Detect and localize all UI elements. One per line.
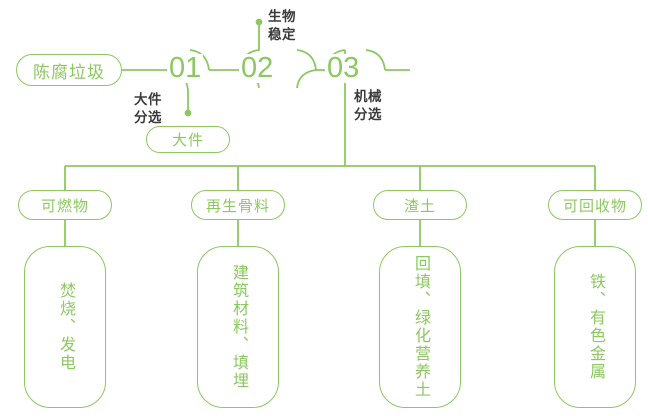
step-number-02[interactable]: 02 bbox=[239, 52, 276, 84]
node-source[interactable]: 陈腐垃圾 bbox=[16, 54, 122, 86]
step-1-process-label: 大件 分选 bbox=[134, 92, 162, 125]
outcome-box-1[interactable]: 焚烧、发电 bbox=[24, 246, 106, 408]
category-pill-4-label: 可回收物 bbox=[562, 197, 627, 215]
wire-step3-arc-right bbox=[365, 49, 386, 71]
category-pill-3[interactable]: 渣土 bbox=[373, 190, 467, 220]
wire-step2-right-lower bbox=[296, 69, 317, 89]
step-number-01[interactable]: 01 bbox=[167, 52, 204, 84]
category-pill-2-label: 再生骨料 bbox=[205, 197, 270, 215]
category-pill-1-label: 可燃物 bbox=[40, 197, 89, 215]
outcome-box-3[interactable]: 回填、绿化营养土 bbox=[379, 246, 461, 408]
wire-step2-arc-top bbox=[296, 49, 317, 71]
dot-step1-output bbox=[184, 109, 192, 117]
outcome-box-2-text: 建筑材料、填埋 bbox=[230, 264, 247, 390]
step-number-03[interactable]: 03 bbox=[325, 52, 362, 84]
category-pill-3-label: 渣土 bbox=[403, 197, 436, 215]
category-pill-4[interactable]: 可回收物 bbox=[548, 190, 642, 220]
node-source-label: 陈腐垃圾 bbox=[33, 62, 105, 82]
node-step1-output-label: 大件 bbox=[171, 132, 204, 149]
outcome-box-1-text: 焚烧、发电 bbox=[57, 282, 74, 372]
step-2-process-label: 生物 稳定 bbox=[268, 9, 296, 42]
category-pill-1[interactable]: 可燃物 bbox=[18, 190, 112, 220]
outcome-box-2[interactable]: 建筑材料、填埋 bbox=[197, 246, 279, 408]
category-pill-2[interactable]: 再生骨料 bbox=[191, 190, 285, 220]
step-3-process-label: 机械 分选 bbox=[354, 89, 382, 122]
dot-step2-output bbox=[255, 18, 263, 26]
node-step1-output[interactable]: 大件 bbox=[146, 126, 230, 153]
outcome-box-3-text: 回填、绿化营养土 bbox=[412, 255, 429, 399]
outcome-box-4-text: 铁、有色金属 bbox=[587, 273, 604, 381]
outcome-box-4[interactable]: 铁、有色金属 bbox=[554, 246, 636, 408]
